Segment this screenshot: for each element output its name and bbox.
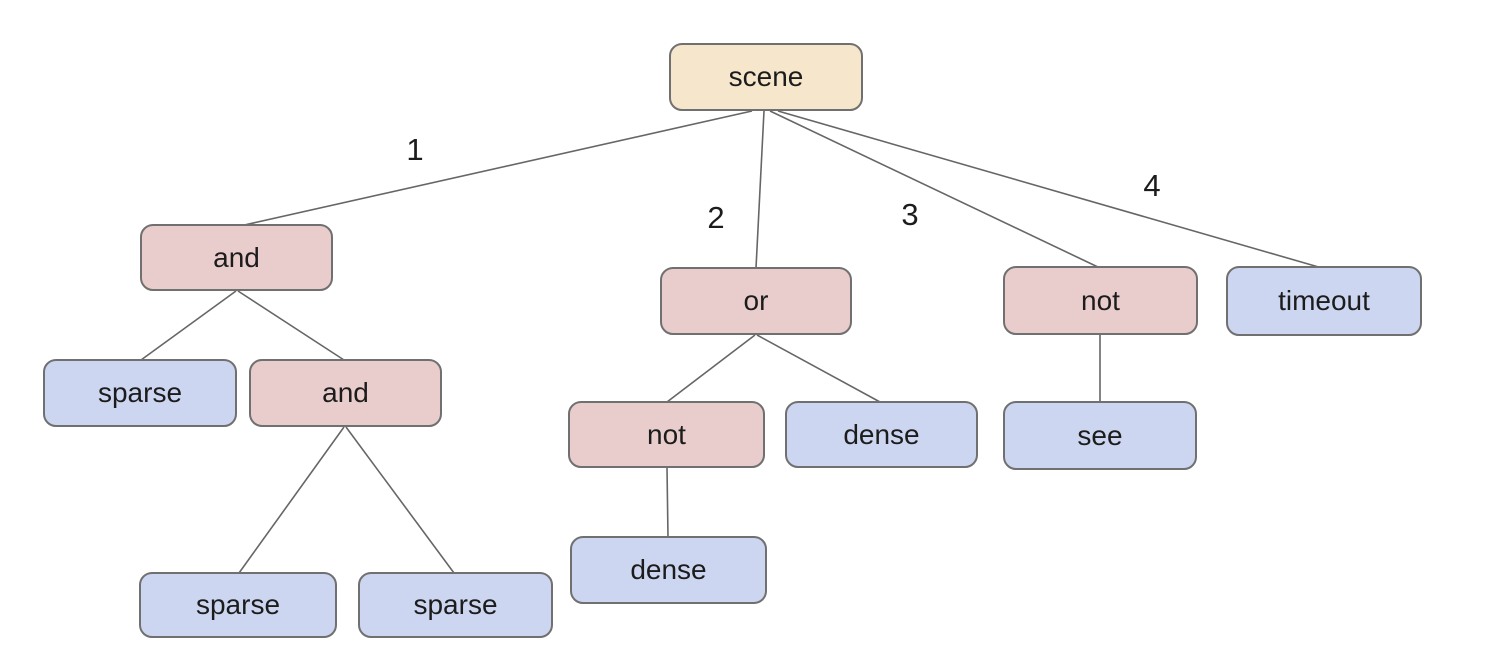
node-sparse-2: sparse (139, 572, 337, 638)
edge-or-dense (756, 334, 881, 403)
edge-and-and (237, 290, 345, 361)
node-and-2: and (249, 359, 442, 427)
node-sparse-3: sparse (358, 572, 553, 638)
edge-or-not (666, 334, 756, 403)
node-and-1: and (140, 224, 333, 291)
edge-scene-timeout (777, 110, 1323, 269)
edge-scene-not (769, 110, 1101, 269)
node-sparse-1: sparse (43, 359, 237, 427)
edge-label-3: 3 (901, 197, 918, 232)
node-dense-1: dense (785, 401, 978, 468)
node-scene: scene (669, 43, 863, 111)
edge-and2-sparse1 (238, 426, 345, 574)
node-not-1: not (1003, 266, 1198, 335)
edge-and-sparse (140, 290, 237, 361)
edge-label-2: 2 (707, 200, 724, 235)
node-or: or (660, 267, 852, 335)
edge-not-dense (666, 467, 669, 538)
edge-scene-or (755, 110, 765, 269)
node-dense-2: dense (570, 536, 767, 604)
edge-and2-sparse2 (345, 426, 455, 574)
edge-label-1: 1 (406, 132, 423, 167)
node-see: see (1003, 401, 1197, 470)
node-not-2: not (568, 401, 765, 468)
edge-scene-and (239, 110, 753, 227)
edge-label-4: 4 (1143, 168, 1160, 203)
node-timeout: timeout (1226, 266, 1422, 336)
